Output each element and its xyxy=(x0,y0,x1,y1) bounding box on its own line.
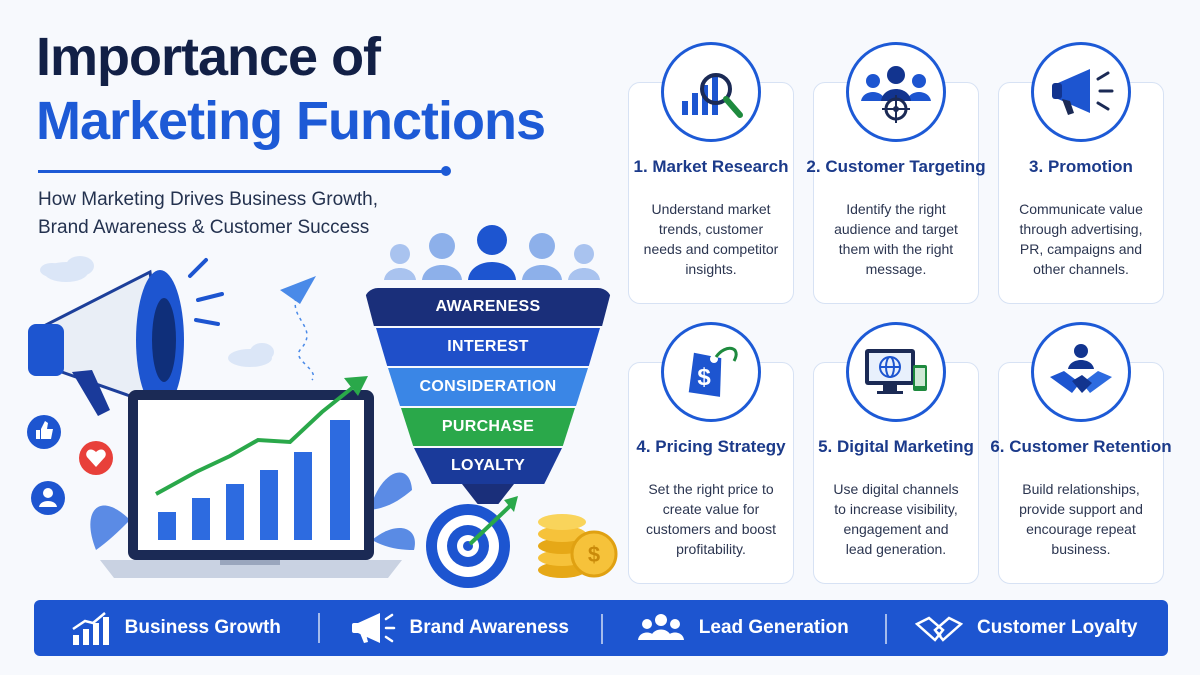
desc-line: create value for xyxy=(662,501,760,517)
laptop-icon xyxy=(100,390,402,578)
funnel-stage-awareness: AWARENESS xyxy=(364,288,612,326)
desc-line: insights. xyxy=(685,261,737,277)
benefit-lead-generation: Lead Generation xyxy=(601,612,885,644)
benefit-business-growth: Business Growth xyxy=(34,611,318,645)
function-title-1: 1. Market Research xyxy=(633,157,789,176)
handshake-icon xyxy=(915,616,963,642)
funnel-stage-label: LOYALTY xyxy=(450,457,526,474)
desc-line: them with the right xyxy=(838,241,954,257)
function-desc-4: Set the right price to create value for cu… xyxy=(636,479,786,559)
growth-chart-icon xyxy=(71,612,109,645)
desc-line: to increase visibility, xyxy=(834,501,958,517)
funnel-stage-interest: INTEREST xyxy=(376,328,600,366)
growth-arrow-icon xyxy=(155,376,368,496)
desc-line: business. xyxy=(1051,541,1111,557)
desc-line: through advertising, xyxy=(1019,221,1143,237)
heart-icon xyxy=(79,441,113,475)
benefit-label: Customer Loyalty xyxy=(977,617,1138,638)
handshake-icon xyxy=(1031,322,1131,422)
leaf-decoration xyxy=(90,472,415,550)
coins-icon: $ xyxy=(538,514,618,578)
desc-line: Set the right price to xyxy=(648,481,774,497)
function-desc-2: Identify the right audience and target the… xyxy=(821,199,971,279)
megaphone-icon xyxy=(28,258,224,416)
title-divider xyxy=(38,170,446,173)
function-title-2: 2. Customer Targeting xyxy=(806,157,986,176)
desc-line: engagement and xyxy=(843,521,949,537)
function-desc-5: Use digital channels to increase visibili… xyxy=(821,479,971,559)
benefit-label: Business Growth xyxy=(124,617,281,638)
cloud-icon xyxy=(40,256,94,282)
growth-bars xyxy=(158,420,350,540)
title-divider-dot xyxy=(441,166,451,176)
function-desc-3: Communicate value through advertising, PR,… xyxy=(1006,199,1156,279)
audience-target-icon xyxy=(846,42,946,142)
function-title-6: 6. Customer Retention xyxy=(990,437,1172,456)
desc-line: needs and competitor xyxy=(643,241,779,257)
function-title-4: 4. Pricing Strategy xyxy=(636,437,786,456)
desc-line: audience and target xyxy=(834,221,958,237)
price-tag-icon: $ xyxy=(661,322,761,422)
funnel-stage-purchase: PURCHASE xyxy=(401,408,575,446)
page-title-line1: Importance of xyxy=(36,27,381,87)
funnel-spout xyxy=(462,484,514,504)
desc-line: PR, campaigns and xyxy=(1019,241,1143,257)
cloud-icon xyxy=(228,343,274,367)
funnel-stage-consideration: CONSIDERATION xyxy=(388,368,588,406)
funnel-stage-label: CONSIDERATION xyxy=(419,378,557,395)
desc-line: Use digital channels xyxy=(833,481,959,497)
page-subtitle: How Marketing Drives Business Growth, Br… xyxy=(38,186,438,242)
megaphone-icon xyxy=(1031,42,1131,142)
benefit-customer-loyalty: Customer Loyalty xyxy=(884,612,1169,644)
desc-line: Build relationships, xyxy=(1022,481,1140,497)
audience-people xyxy=(384,225,600,280)
user-icon xyxy=(31,481,65,515)
desc-line: profitability. xyxy=(676,541,746,557)
function-title-3: 3. Promotion xyxy=(1029,157,1133,176)
desc-line: trends, customer xyxy=(658,221,764,237)
subtitle-line2: Brand Awareness & Customer Success xyxy=(38,217,370,238)
benefit-label: Brand Awareness xyxy=(409,617,569,638)
page-title-line2: Marketing Functions xyxy=(36,91,546,151)
funnel-stage-label: INTEREST xyxy=(447,338,529,355)
funnel-stage-label: AWARENESS xyxy=(435,298,541,315)
subtitle-line1: How Marketing Drives Business Growth, xyxy=(38,189,378,210)
desc-line: Identify the right xyxy=(846,201,946,217)
people-group-icon xyxy=(637,614,684,640)
benefit-label: Lead Generation xyxy=(698,617,849,638)
target-icon xyxy=(426,496,518,588)
function-title-5: 5. Digital Marketing xyxy=(818,437,974,456)
desc-line: customers and boost xyxy=(646,521,776,537)
marketing-illustration: $ xyxy=(27,256,618,588)
magnifier-chart-icon xyxy=(661,42,761,142)
desc-line: message. xyxy=(865,261,927,277)
desc-line: Understand market xyxy=(651,201,771,217)
svg-text:$: $ xyxy=(697,364,711,391)
like-icon xyxy=(27,415,61,449)
desc-line: other channels. xyxy=(1033,261,1129,277)
benefit-brand-awareness: Brand Awareness xyxy=(317,611,602,645)
paper-plane-icon xyxy=(280,276,316,381)
svg-text:$: $ xyxy=(588,542,600,567)
function-desc-6: Build relationships, provide support and e… xyxy=(1006,479,1156,559)
funnel-stage-loyalty: LOYALTY xyxy=(414,448,562,484)
monitor-globe-icon xyxy=(846,322,946,422)
benefits-bar: Business Growth Brand Awareness Lead Gen… xyxy=(34,600,1168,656)
funnel-stage-label: PURCHASE xyxy=(441,418,535,435)
function-desc-1: Understand market trends, customer needs a… xyxy=(636,199,786,279)
desc-line: Communicate value xyxy=(1019,201,1143,217)
megaphone-icon xyxy=(351,613,395,643)
desc-line: encourage repeat xyxy=(1026,521,1136,537)
desc-line: lead generation. xyxy=(845,541,947,557)
desc-line: provide support and xyxy=(1019,501,1143,517)
